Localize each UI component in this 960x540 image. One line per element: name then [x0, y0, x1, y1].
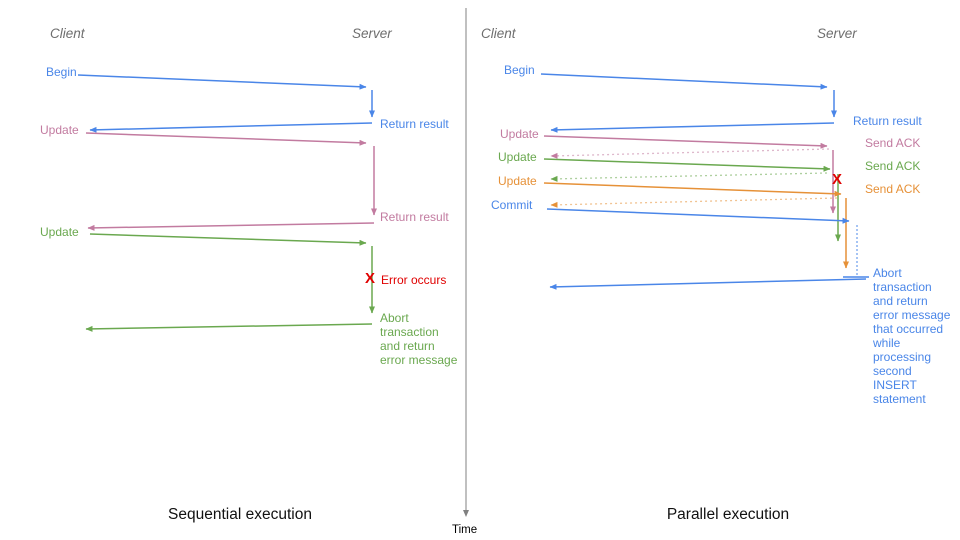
right-return-result-label: Return result: [853, 114, 922, 128]
left-error-x-icon: X: [365, 270, 376, 287]
left-return-result-1-label: Return result: [380, 117, 449, 131]
left-client-header: Client: [50, 26, 85, 41]
right-update-1-label: Update: [500, 127, 539, 141]
left-server-header: Server: [352, 26, 392, 41]
right-ack3-dashed-arrow: [550, 197, 838, 208]
left-update1-request-arrow: [85, 132, 367, 146]
right-update1-request-arrow: [543, 135, 828, 149]
left-return-result-2-label: Return result: [380, 210, 449, 224]
right-abort-return-arrow: [549, 278, 867, 290]
right-update3-request-arrow: [543, 182, 842, 197]
right-ack2-dashed-arrow: [550, 172, 828, 182]
left-begin-request-arrow: [77, 74, 367, 90]
right-ack1-dashed-arrow: [550, 148, 830, 159]
left-error-label: Error occurs: [381, 273, 447, 287]
right-abort-label: Abort transaction and return error messa…: [873, 266, 951, 406]
left-update-1-label: Update: [40, 123, 79, 137]
right-send-ack-1-label: Send ACK: [865, 136, 921, 150]
left-begin-label: Begin: [46, 65, 77, 79]
time-axis-label: Time: [452, 524, 478, 536]
right-begin-label: Begin: [504, 63, 535, 77]
right-server-header: Server: [817, 26, 857, 41]
right-commit-label: Commit: [491, 198, 533, 212]
left-update1-return-arrow: [87, 222, 375, 231]
right-update-3-label: Update: [498, 174, 537, 188]
right-update-2-label: Update: [498, 150, 537, 164]
right-client-header: Client: [481, 26, 516, 41]
left-update-2-label: Update: [40, 225, 79, 239]
left-update2-request-arrow: [89, 233, 367, 246]
left-abort-return-arrow: [85, 323, 373, 332]
left-caption: Sequential execution: [168, 506, 312, 523]
right-commit-request-arrow: [546, 208, 850, 224]
right-error-x-icon: X: [832, 171, 843, 188]
right-send-ack-3-label: Send ACK: [865, 182, 921, 196]
right-begin-request-arrow: [540, 73, 828, 90]
right-send-ack-2-label: Send ACK: [865, 159, 921, 173]
left-begin-return-arrow: [89, 122, 373, 133]
right-update2-request-arrow: [543, 158, 831, 172]
right-begin-return-arrow: [550, 122, 835, 133]
left-abort-label: Abort transaction and return error messa…: [380, 311, 458, 367]
right-caption: Parallel execution: [666, 506, 790, 523]
